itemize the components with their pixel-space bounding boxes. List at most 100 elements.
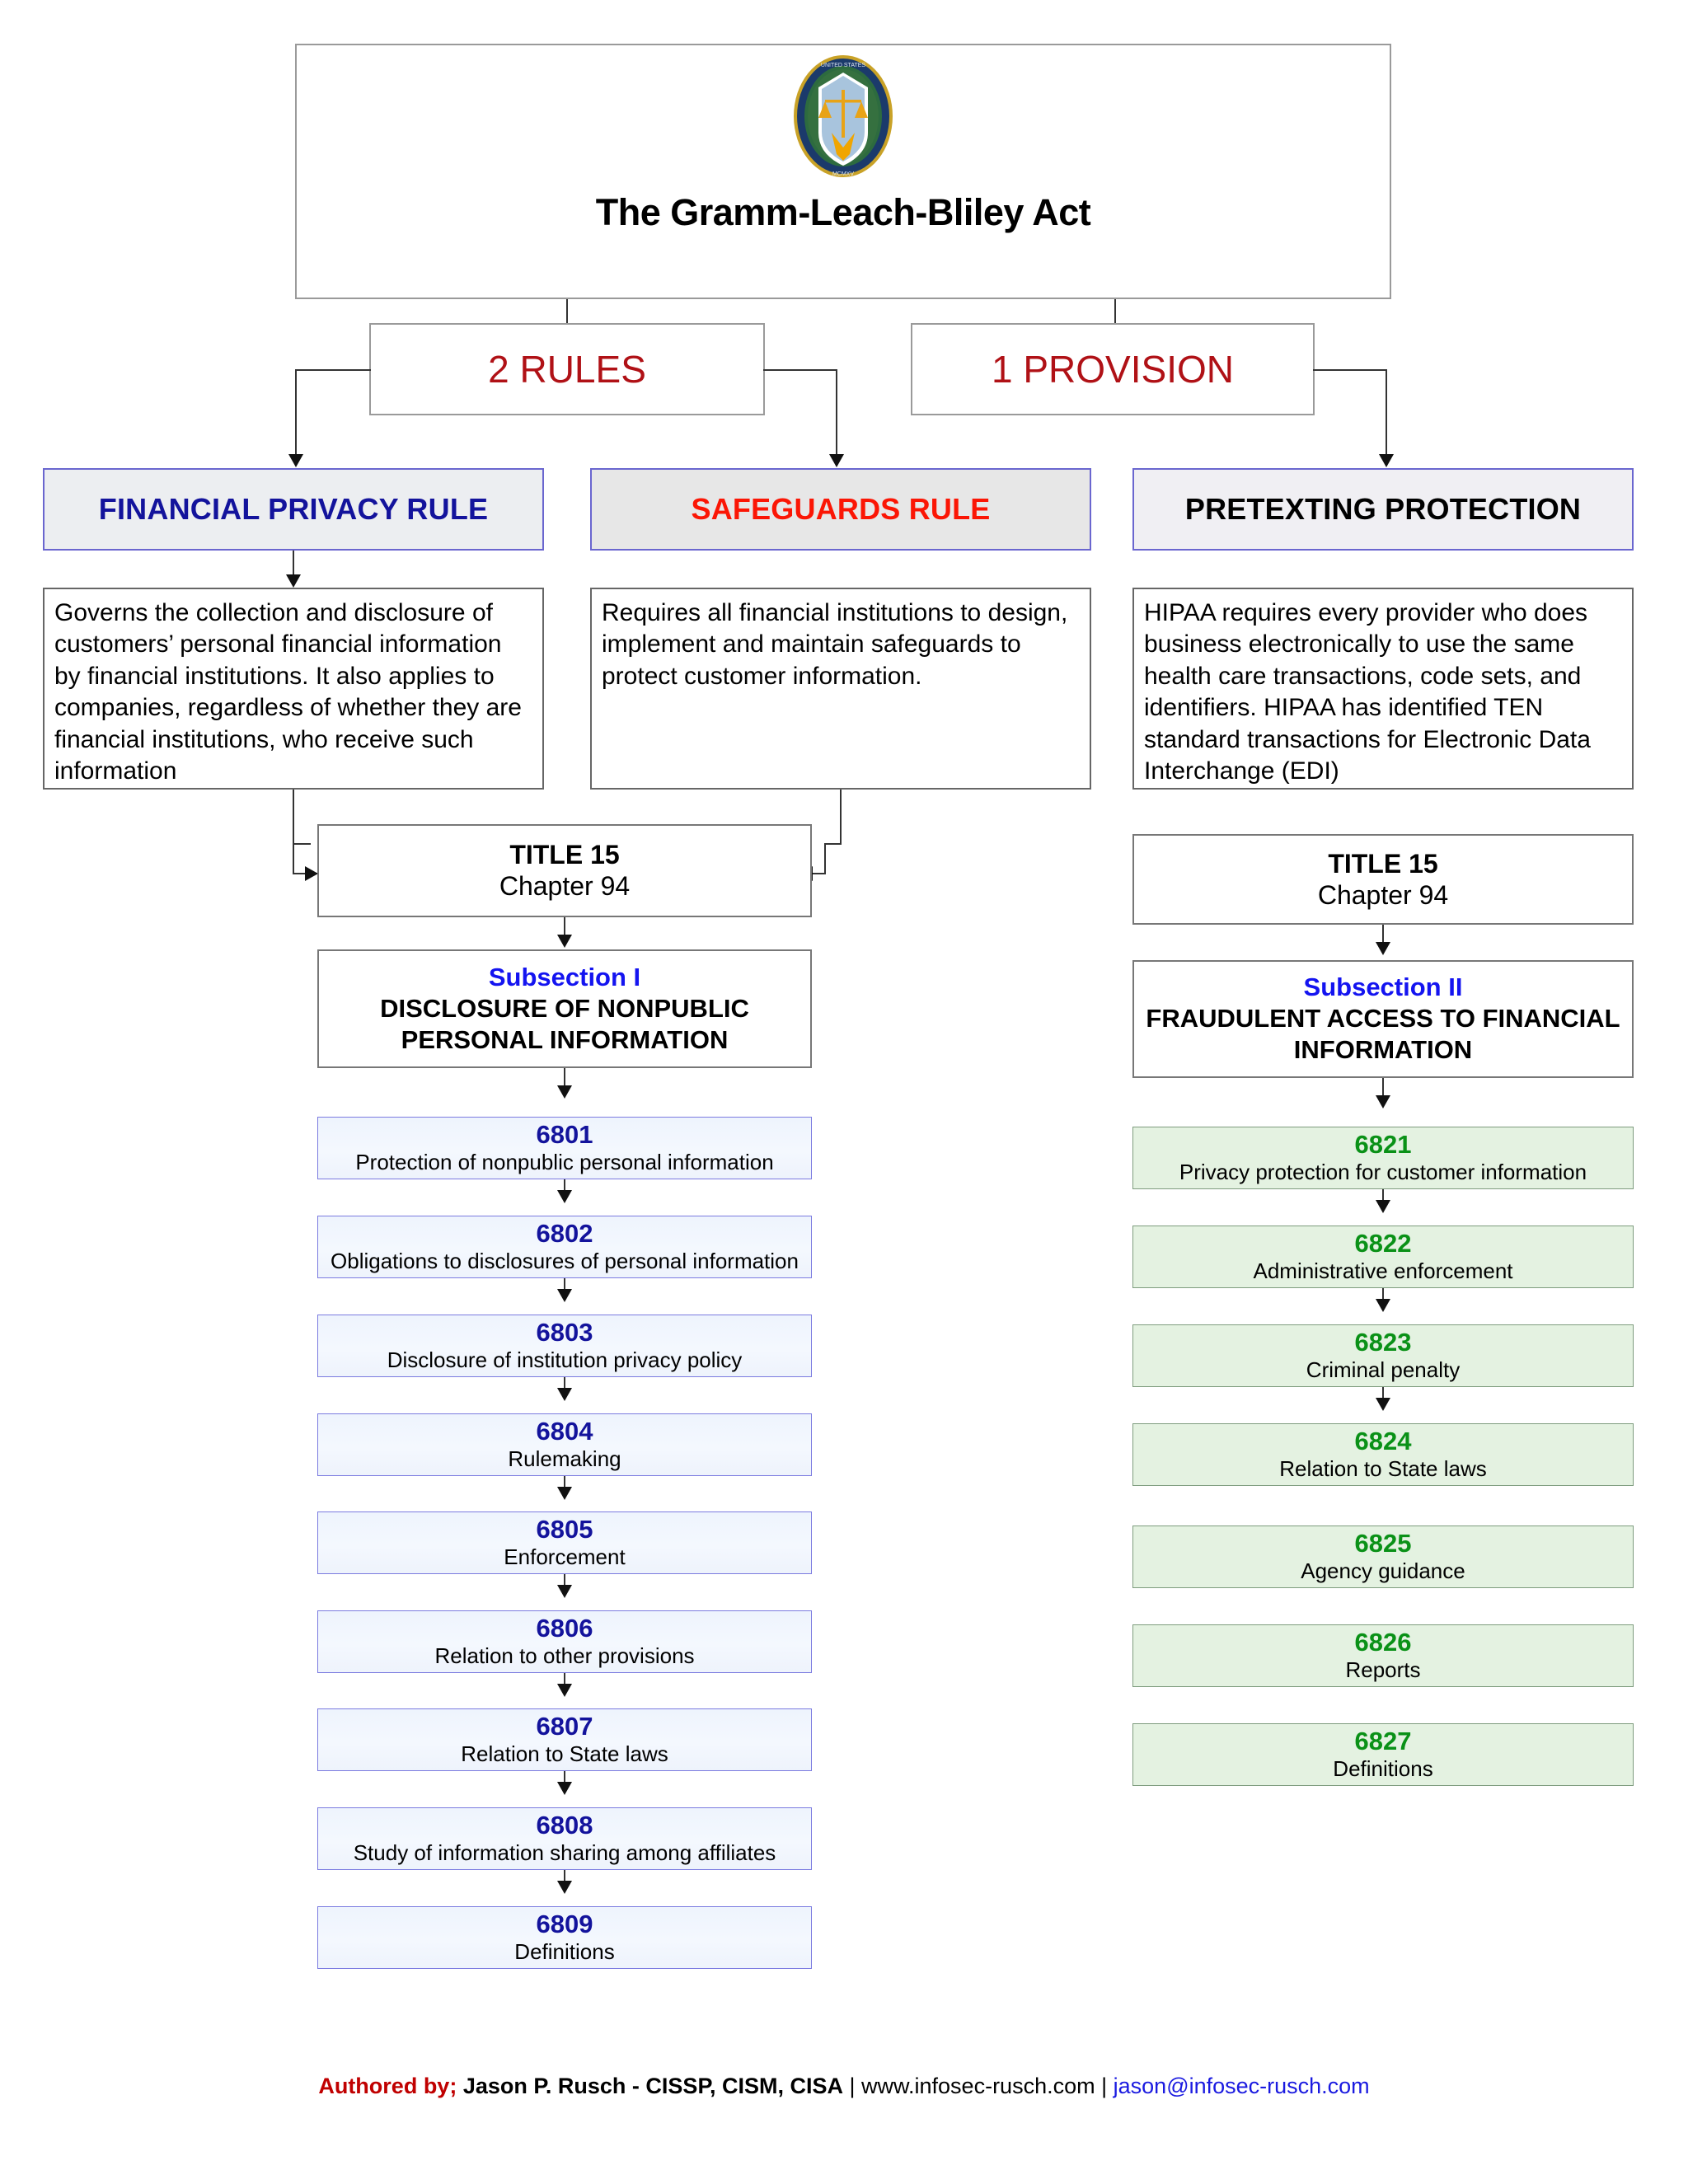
title15-right-line1: TITLE 15 [1328,848,1438,879]
connector-rules-left-h [295,369,371,371]
arrow-fpr-desc [286,574,301,588]
section-label-6821: Privacy protection for customer informat… [1179,1159,1587,1184]
description-safeguards-rule-text: Requires all financial institutions to d… [602,599,1068,690]
arrow-provision-pretexting [1379,454,1394,467]
header-safeguards-rule-label: SAFEGUARDS RULE [691,492,991,526]
svg-text:UNITED STATES: UNITED STATES [821,63,866,68]
section-box-6803: 6803 Disclosure of institution privacy p… [317,1315,812,1377]
connector-desc1-v2 [293,843,294,874]
title-box: UNITED STATES MCMXV The Gramm-Leach-Blil… [295,44,1391,299]
subsection-right-label: Subsection II [1303,972,1463,1002]
section-label-6803: Disclosure of institution privacy policy [387,1347,743,1372]
footer-website[interactable]: www.infosec-rusch.com [861,2074,1095,2098]
title15-left-box: TITLE 15 Chapter 94 [317,824,812,917]
provision-count-box: 1 PROVISION [911,323,1315,415]
footer-credit: Authored by; Jason P. Rusch - CISSP, CIS… [0,2074,1688,2099]
title15-right-box: TITLE 15 Chapter 94 [1132,834,1634,925]
arrow-6802-6803 [557,1289,572,1302]
connector-6801-6802 [564,1179,565,1194]
connector-6808-6809 [564,1870,565,1885]
section-label-6802: Obligations to disclosures of personal i… [331,1248,799,1273]
footer-authored-label: Authored by; [318,2074,457,2098]
connector-6803-6804 [564,1377,565,1392]
page-title: The Gramm-Leach-Bliley Act [595,191,1091,233]
arrow-6805-6806 [557,1585,572,1598]
title15-left-line2: Chapter 94 [499,871,631,901]
section-label-6825: Agency guidance [1301,1558,1465,1583]
section-num-6821: 6821 [1354,1130,1412,1160]
title15-left-line1: TITLE 15 [509,840,620,869]
connector-subr-6821 [1382,1078,1384,1099]
connector-title-rules [566,299,568,326]
connector-desc1-h [293,843,311,845]
section-num-6827: 6827 [1354,1727,1412,1756]
rules-count-label: 2 RULES [488,348,646,391]
section-num-6822: 6822 [1354,1229,1412,1258]
section-box-6806: 6806 Relation to other provisions [317,1610,812,1673]
connector-6805-6806 [564,1574,565,1589]
provision-count-label: 1 PROVISION [992,348,1234,391]
section-box-6827: 6827 Definitions [1132,1723,1634,1786]
connector-title-provision [1114,299,1116,326]
section-label-6806: Relation to other provisions [434,1643,695,1668]
section-box-6805: 6805 Enforcement [317,1511,812,1574]
section-num-6808: 6808 [536,1811,593,1840]
section-num-6825: 6825 [1354,1529,1412,1558]
subsection-left-box: Subsection I DISCLOSURE OF NONPUBLIC PER… [317,949,812,1068]
section-box-6826: 6826 Reports [1132,1624,1634,1687]
connector-6822-6823 [1382,1288,1384,1303]
footer-author: Jason P. Rusch - CISSP, CISM, CISA [462,2074,843,2098]
section-box-6802: 6802 Obligations to disclosures of perso… [317,1216,812,1278]
section-num-6801: 6801 [536,1120,593,1150]
arrow-6821-6822 [1376,1200,1390,1213]
section-num-6809: 6809 [536,1910,593,1939]
section-num-6803: 6803 [536,1318,593,1347]
connector-fpr-desc [293,551,294,578]
subsection-left-name: DISCLOSURE OF NONPUBLIC PERSONAL INFORMA… [380,993,749,1054]
section-box-6807: 6807 Relation to State laws [317,1708,812,1771]
section-label-6827: Definitions [1333,1755,1433,1781]
section-box-6801: 6801 Protection of nonpublic personal in… [317,1117,812,1179]
section-label-6824: Relation to State laws [1279,1455,1487,1481]
subsection-left-label: Subsection I [488,962,641,991]
arrow-t15r-sub [1376,942,1390,955]
arrow-subr-6821 [1376,1095,1390,1108]
arrow-subl-6801 [557,1085,572,1099]
header-financial-privacy-rule: FINANCIAL PRIVACY RULE [43,468,544,551]
section-label-6808: Study of information sharing among affil… [353,1840,776,1865]
header-financial-privacy-rule-label: FINANCIAL PRIVACY RULE [98,492,489,526]
title15-right-line2: Chapter 94 [1317,879,1449,910]
description-financial-privacy-rule-text: Governs the collection and disclosure of… [54,599,522,785]
section-box-6822: 6822 Administrative enforcement [1132,1226,1634,1288]
connector-6804-6805 [564,1476,565,1491]
connector-desc1-down [293,790,294,845]
connector-rules-left-v [295,369,297,459]
header-safeguards-rule: SAFEGUARDS RULE [590,468,1091,551]
subsection-right-box: Subsection II FRAUDULENT ACCESS TO FINAN… [1132,960,1634,1078]
description-pretexting-protection: HIPAA requires every provider who does b… [1132,588,1634,790]
arrow-6807-6808 [557,1782,572,1795]
connector-provision-h [1313,369,1387,371]
arrow-desc1-title15 [305,866,318,881]
connector-desc2-h [824,843,842,845]
rules-count-box: 2 RULES [369,323,765,415]
footer-email-link[interactable]: jason@infosec-rusch.com [1113,2074,1370,2098]
section-box-6824: 6824 Relation to State laws [1132,1423,1634,1486]
connector-provision-v [1386,369,1387,459]
connector-6821-6822 [1382,1189,1384,1204]
section-box-6804: 6804 Rulemaking [317,1413,812,1476]
section-box-6809: 6809 Definitions [317,1906,812,1969]
section-label-6822: Administrative enforcement [1253,1258,1513,1283]
arrow-6808-6809 [557,1881,572,1894]
section-box-6808: 6808 Study of information sharing among … [317,1807,812,1870]
connector-6807-6808 [564,1771,565,1786]
connector-t15l-sub [564,917,565,939]
description-pretexting-protection-text: HIPAA requires every provider who does b… [1144,599,1591,785]
section-label-6805: Enforcement [504,1544,626,1569]
subsection-right-name: FRAUDULENT ACCESS TO FINANCIAL INFORMATI… [1146,1004,1620,1064]
footer-separator-1: | [842,2074,862,2098]
arrow-rules-safeguards [829,454,844,467]
connector-subl-6801 [564,1068,565,1090]
footer-separator-2: | [1095,2074,1114,2098]
connector-desc2-into [812,873,826,874]
